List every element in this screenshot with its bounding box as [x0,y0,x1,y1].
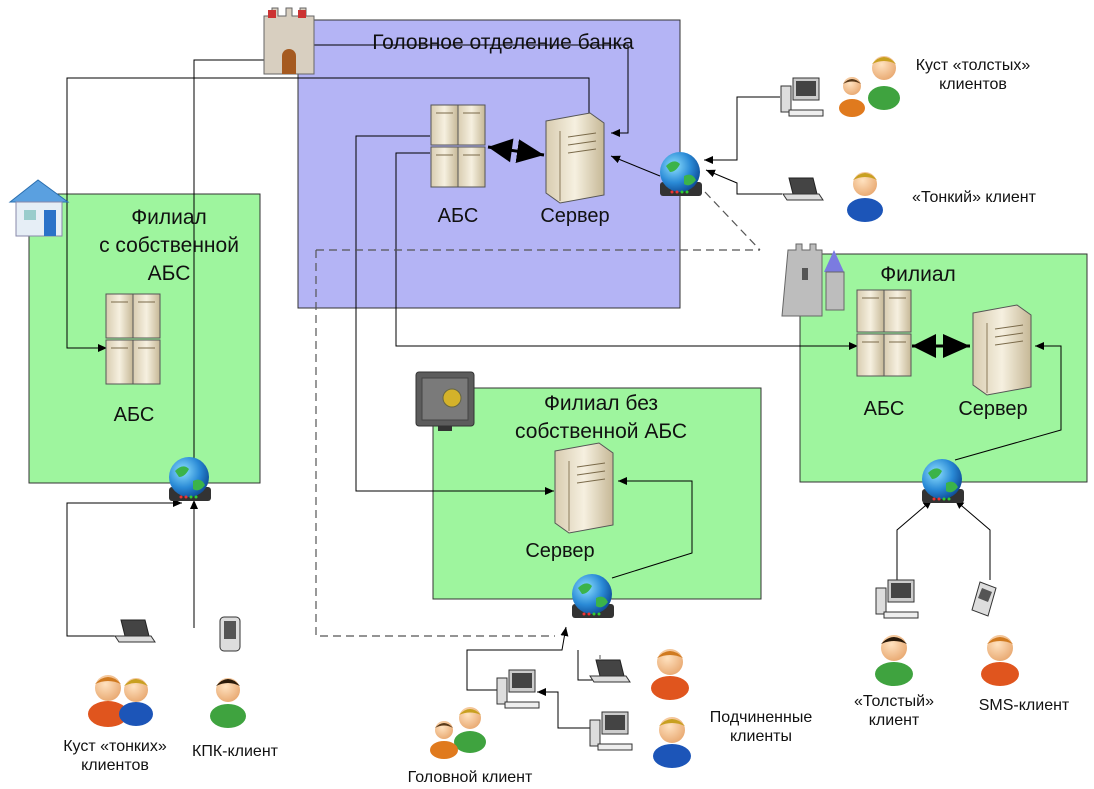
server-icon [972,304,1032,396]
link-castle-to-server [300,44,629,137]
abs-server-stack-icon [430,104,486,188]
link-abs-to-no-abs-server [355,135,554,495]
sms-client-label: SMS-клиент [978,697,1070,714]
person-icon [88,675,128,727]
branch-title: Филиал [880,263,956,286]
link-head-to-branch-abs [66,77,590,352]
abs-label: АБС [863,398,905,420]
link-fat-client-to-router [896,499,933,580]
desktop-pc-icon [496,669,540,709]
branch-zone [799,253,1088,483]
abs-label: АБС [437,205,479,227]
person-icon [868,56,900,110]
sub-clients-label: Подчиненные клиенты [709,709,813,745]
desktop-pc-icon [780,77,824,117]
server-icon [554,442,614,534]
kpk-client-label: КПК-клиент [192,743,278,760]
mobile-phone-icon [971,581,997,617]
branch-no-abs-title: Филиал без собственной АБС [514,392,688,443]
link-no-abs-router-to-server [611,477,693,579]
link-abs-server-head [487,138,545,164]
router-globe-icon [922,459,964,503]
link-branch-router-to-castle [193,59,275,460]
server-label: Сервер [525,540,595,562]
server-icon [545,112,605,204]
link-thin-laptop-to-router [705,169,782,195]
link-dashed-router [704,191,761,251]
server-label: Сервер [540,205,610,227]
link-fat-pc-to-router [704,96,780,164]
safe-icon [415,371,475,431]
link-thin-laptop-left [66,499,182,637]
tower-icon [781,243,845,317]
person-icon [210,678,246,728]
person-icon [847,172,883,222]
person-icon [454,707,486,753]
link-head-client-to-router [466,626,569,691]
head-office-title: Головное отделение банка [372,31,634,54]
person-icon [651,649,689,700]
person-icon [981,635,1019,686]
link-branch-router-to-server [954,342,1062,461]
router-globe-icon [169,457,211,501]
person-icon [653,717,691,768]
fat-cluster-label: Куст «толстых» клиентов [915,57,1031,93]
link-sms-client-to-router [954,499,991,580]
head-client-label: Головной клиент [407,769,533,786]
router-globe-icon [572,574,614,618]
laptop-icon [782,177,824,201]
desktop-pc-icon [589,711,633,751]
desktop-pc-icon [875,579,919,619]
abs-server-stack-icon [105,293,161,385]
thin-cluster-label: Куст «тонких» клиентов [63,738,167,774]
link-router-to-server [610,155,661,177]
house-icon [8,179,70,237]
server-label: Сервер [958,398,1028,420]
router-globe-icon [660,152,702,196]
person-icon [119,678,153,726]
thin-client-label: «Тонкий» клиент [912,189,1036,206]
head-office-zone [297,19,681,309]
branch-own-abs-title: Филиал с собственной АБС [99,206,239,285]
fat-client-label: «Толстый» клиент [854,693,934,729]
laptop-icon [589,659,631,683]
pda-icon [219,616,241,652]
person-icon [839,77,865,117]
abs-label: АБС [113,404,155,426]
laptop-icon [114,619,156,643]
castle-icon [263,7,315,75]
link-sub2-to-head-client [537,688,600,729]
abs-server-stack-icon [856,289,912,377]
person-icon [875,635,913,686]
person-icon [430,721,458,759]
